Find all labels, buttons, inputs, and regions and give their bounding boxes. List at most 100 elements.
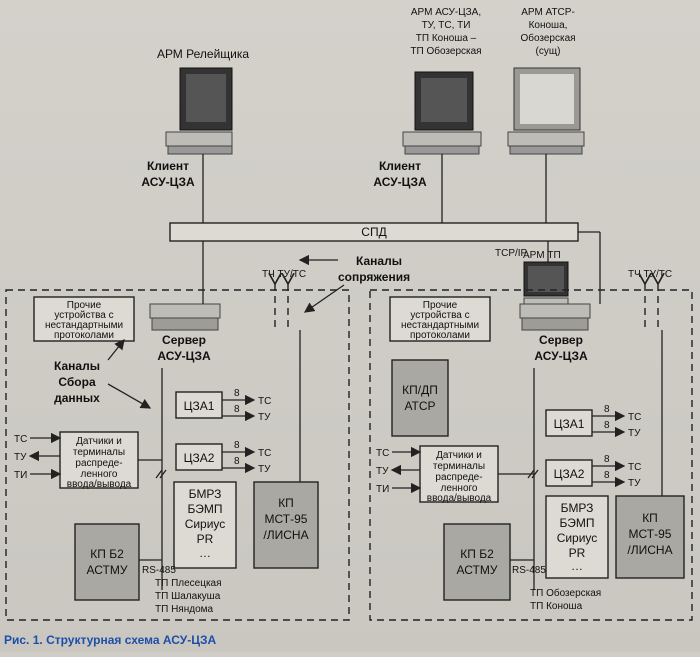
svg-text:КП/ДП: КП/ДП [402, 383, 438, 397]
collection-channels-label: Сбора [58, 375, 96, 389]
kp-b2-box [74, 523, 140, 601]
svg-text:ТС: ТС [258, 396, 271, 407]
svg-text:протоколами: протоколами [410, 330, 470, 341]
kp-b2-box [443, 523, 511, 601]
atsr-workstation-label: Коноша, [529, 20, 568, 31]
svg-text:БЭМП: БЭМП [560, 516, 595, 530]
server-label: Сервер [539, 333, 583, 347]
svg-text:Прочие: Прочие [67, 300, 102, 311]
svg-text:Датчики и: Датчики и [76, 436, 122, 447]
svg-text:терминалы: терминалы [73, 447, 125, 458]
asu-workstation-label: ТП Коноша – [416, 33, 477, 44]
svg-text:нестандартными: нестандартными [401, 320, 479, 331]
collection-channels-label: данных [54, 391, 100, 405]
svg-text:8: 8 [604, 454, 610, 465]
tc-tu-ts-label: ТЧ ТУ/ТС [262, 269, 306, 280]
relay-workstation-label: АРМ Релейщика [157, 47, 249, 61]
svg-text:АТСР: АТСР [404, 399, 435, 413]
station-label: ТП Коноша [530, 601, 583, 612]
kp-mst-box [615, 495, 685, 579]
computer-icon [402, 71, 482, 155]
svg-text:МСТ-95: МСТ-95 [265, 512, 308, 526]
sensors-box [59, 431, 139, 489]
tp-workstation-label: АРМ ТП [523, 250, 561, 261]
svg-text:8: 8 [234, 456, 240, 467]
computer-icon [507, 67, 585, 155]
svg-text:нестандартными: нестандартными [45, 320, 123, 331]
svg-text:Сириус: Сириус [557, 531, 598, 545]
server-label: Сервер [162, 333, 206, 347]
svg-text:БМРЗ: БМРЗ [561, 501, 594, 515]
kp-dp-atsr-box [391, 359, 449, 437]
svg-text:/ЛИСНА: /ЛИСНА [627, 543, 672, 557]
svg-text:ТУ: ТУ [258, 412, 271, 423]
svg-text:ввода/вывода: ввода/вывода [67, 479, 132, 490]
server-icon [519, 303, 591, 331]
sensors-box [419, 445, 499, 503]
svg-text:КП Б2: КП Б2 [90, 547, 124, 561]
kp-mst-box [253, 481, 319, 569]
svg-text:PR: PR [197, 532, 214, 546]
svg-text:ленного: ленного [81, 469, 118, 480]
client-label: АСУ-ЦЗА [373, 175, 427, 189]
asu-workstation-label: АРМ АСУ-ЦЗА, [411, 7, 481, 18]
svg-text:протоколами: протоколами [54, 330, 114, 341]
figure-caption: Рис. 1. Структурная схема АСУ-ЦЗА [4, 633, 216, 647]
svg-text:ЦЗА1: ЦЗА1 [184, 399, 215, 413]
server-icon [149, 303, 221, 331]
svg-text:ТС: ТС [376, 448, 389, 459]
svg-text:АСТМУ: АСТМУ [457, 563, 498, 577]
collection-channels-label: Каналы [54, 359, 100, 373]
svg-text:распреде-: распреде- [435, 472, 482, 483]
client-label: Клиент [379, 159, 421, 173]
asu-workstation-label: ТУ, ТС, ТИ [422, 20, 471, 31]
svg-text:терминалы: терминалы [433, 461, 485, 472]
svg-text:ввода/вывода: ввода/вывода [427, 493, 492, 504]
svg-text:КП: КП [642, 511, 658, 525]
relays-box [545, 495, 609, 579]
svg-text:Сириус: Сириус [185, 517, 226, 531]
atsr-workstation-label: Обозерская [520, 32, 575, 44]
svg-text:ТУ: ТУ [14, 452, 27, 463]
tcpip-label: TCP/IP [495, 248, 528, 259]
svg-text:…: … [571, 559, 583, 573]
svg-text:ТУ: ТУ [376, 466, 389, 477]
atsr-workstation-label: АРМ АТСР- [521, 7, 575, 18]
other-devices-box [33, 296, 135, 342]
svg-text:ленного: ленного [441, 483, 478, 494]
spd-label: СПД [361, 225, 386, 239]
svg-text:8: 8 [234, 388, 240, 399]
client-label: Клиент [147, 159, 189, 173]
rs485-label: RS-485 [512, 565, 546, 576]
svg-text:БМРЗ: БМРЗ [189, 487, 222, 501]
atsr-workstation-label: (сущ) [536, 46, 561, 57]
svg-text:ТУ: ТУ [628, 478, 641, 489]
svg-text:устройства с: устройства с [410, 310, 469, 321]
rs485-label: RS-485 [142, 565, 176, 576]
svg-text:Прочие: Прочие [423, 300, 458, 311]
svg-text:КП Б2: КП Б2 [460, 547, 494, 561]
svg-text:распреде-: распреде- [75, 458, 122, 469]
svg-text:ТУ: ТУ [628, 428, 641, 439]
station-label: ТП Няндома [155, 604, 214, 615]
svg-text:ТС: ТС [14, 434, 27, 445]
svg-text:КП: КП [278, 496, 294, 510]
svg-text:/ЛИСНА: /ЛИСНА [263, 528, 308, 542]
svg-text:ТС: ТС [258, 448, 271, 459]
interface-channels-label: Каналы [356, 254, 402, 268]
station-label: ТП Шалакушa [155, 591, 221, 602]
svg-text:ЦЗА2: ЦЗА2 [184, 451, 215, 465]
svg-text:ТИ: ТИ [376, 484, 389, 495]
server-label: АСУ-ЦЗА [157, 349, 211, 363]
cza1-box [175, 391, 223, 419]
left-substation-group [5, 289, 350, 621]
svg-text:…: … [199, 546, 211, 560]
svg-text:МСТ-95: МСТ-95 [629, 527, 672, 541]
svg-text:8: 8 [234, 404, 240, 415]
client-label: АСУ-ЦЗА [141, 175, 195, 189]
cza1-box [545, 409, 593, 437]
svg-text:Датчики и: Датчики и [436, 450, 482, 461]
svg-text:АСТМУ: АСТМУ [87, 563, 128, 577]
svg-text:ТУ: ТУ [258, 464, 271, 475]
svg-text:ТИ: ТИ [14, 470, 27, 481]
